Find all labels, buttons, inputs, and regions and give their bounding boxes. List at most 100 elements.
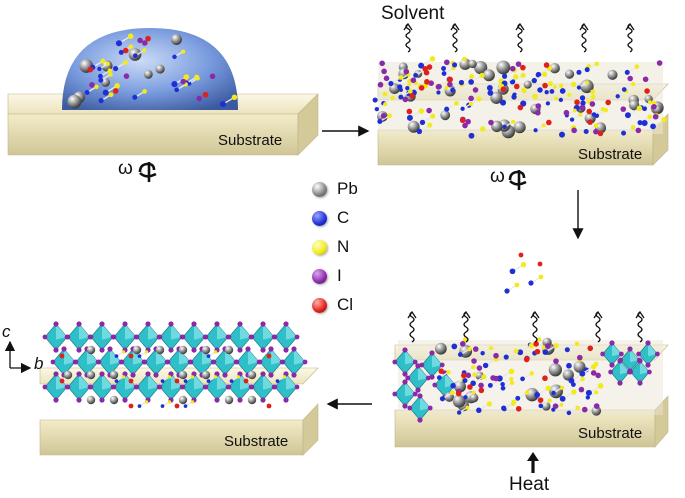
molecule (482, 356, 499, 369)
chlorine-atom (644, 88, 650, 94)
lead-atom (63, 370, 73, 380)
iodine-atom (209, 73, 216, 80)
nitrogen-atom (383, 102, 388, 107)
carbon-atom (568, 377, 575, 384)
molecule (584, 61, 600, 73)
iodine-atom (168, 321, 174, 327)
iodine-atom (381, 68, 387, 75)
nitrogen-atom (508, 368, 515, 375)
nitrogen-atom (571, 81, 577, 88)
carbon-atom (97, 66, 102, 72)
lead-atom (548, 363, 562, 377)
substrate-1-side (297, 93, 319, 156)
iodine-atom (608, 369, 614, 375)
vapor-line (452, 23, 458, 53)
carbon-atom (419, 119, 426, 126)
nitrogen-atom (554, 96, 559, 101)
molecule (172, 49, 186, 60)
lead-atom (459, 58, 471, 70)
nitrogen-atom (144, 400, 149, 404)
molecule (436, 369, 451, 381)
nitrogen-atom (444, 85, 449, 90)
carbon-atom (509, 268, 516, 275)
lead-atom (86, 345, 96, 355)
carbon-atom (405, 85, 410, 91)
iodine-atom (509, 65, 516, 72)
iodine-atom (268, 346, 274, 352)
molecule (219, 94, 238, 108)
iodine-atom (53, 397, 59, 403)
molecule (585, 390, 599, 400)
iodine-atom (402, 379, 408, 385)
vapor-line (405, 23, 411, 53)
nitrogen-atom (560, 385, 565, 390)
carbon-atom (206, 354, 211, 358)
carbon-atom (538, 403, 544, 409)
i-atom-icon (312, 268, 327, 284)
iodine-atom (53, 371, 59, 377)
nitrogen-atom (489, 346, 494, 351)
nitrogen-atom (183, 74, 190, 80)
chlorine-atom (424, 79, 430, 85)
nitrogen-atom (597, 383, 604, 389)
lead-atom (178, 370, 188, 380)
chlorine-atom (537, 397, 544, 403)
iodine-atom (593, 128, 599, 135)
chlorine-atom (59, 378, 65, 384)
iodine-atom (545, 343, 551, 349)
carbon-atom (551, 390, 556, 396)
lead-atom (482, 69, 495, 82)
carbon-atom (569, 117, 575, 122)
substrate-label-1: Substrate (218, 132, 283, 149)
lead-atom (591, 406, 602, 416)
nitrogen-atom (213, 375, 218, 379)
molecule (114, 375, 126, 383)
iodine-atom (377, 81, 384, 88)
vapor-line (517, 23, 523, 53)
carbon-atom (549, 89, 555, 94)
lead-atom (523, 80, 532, 89)
carbon-atom (502, 73, 508, 79)
chlorine-atom (597, 130, 604, 137)
iodine-atom (415, 387, 421, 393)
nitrogen-atom (471, 390, 476, 395)
chlorine-atom (87, 66, 94, 73)
nitrogen-atom (108, 92, 114, 98)
iodine-atom (268, 372, 274, 378)
axis-c-label: c (2, 322, 11, 341)
chlorine-atom (587, 119, 593, 125)
substrate-label-3: Substrate (224, 433, 289, 450)
iodine-atom (579, 104, 586, 111)
nitrogen-atom (427, 122, 433, 128)
iodine-atom (490, 375, 496, 381)
nitrogen-atom (123, 60, 128, 65)
carbon-atom (624, 69, 630, 75)
nitrogen-atom (480, 126, 486, 132)
carbon-atom (398, 94, 404, 100)
molecule (502, 119, 516, 130)
carbon-atom (441, 66, 446, 71)
iodine-atom (571, 127, 577, 134)
axis-indicator (4, 340, 32, 374)
iodine-atom (245, 346, 251, 352)
molecule (571, 376, 585, 388)
iodine-atom (283, 347, 289, 353)
carbon-atom (487, 90, 494, 96)
carbon-atom (515, 395, 521, 401)
vapor-line (532, 311, 538, 343)
nitrogen-atom (520, 262, 527, 268)
nitrogen-atom (94, 84, 99, 90)
pbi-octahedron (392, 379, 418, 409)
iodine-atom (88, 334, 94, 340)
carbon-atom (460, 106, 465, 111)
lead-atom (247, 395, 257, 405)
carbon-atom (229, 379, 234, 383)
iodine-atom (392, 391, 398, 397)
vapor-arrowhead (403, 22, 413, 31)
carbon-atom (160, 404, 165, 408)
nitrogen-atom (634, 64, 640, 69)
molecule (637, 114, 653, 126)
carbon-atom (418, 62, 425, 69)
carbon-atom (450, 382, 456, 389)
nitrogen-atom (194, 74, 200, 80)
